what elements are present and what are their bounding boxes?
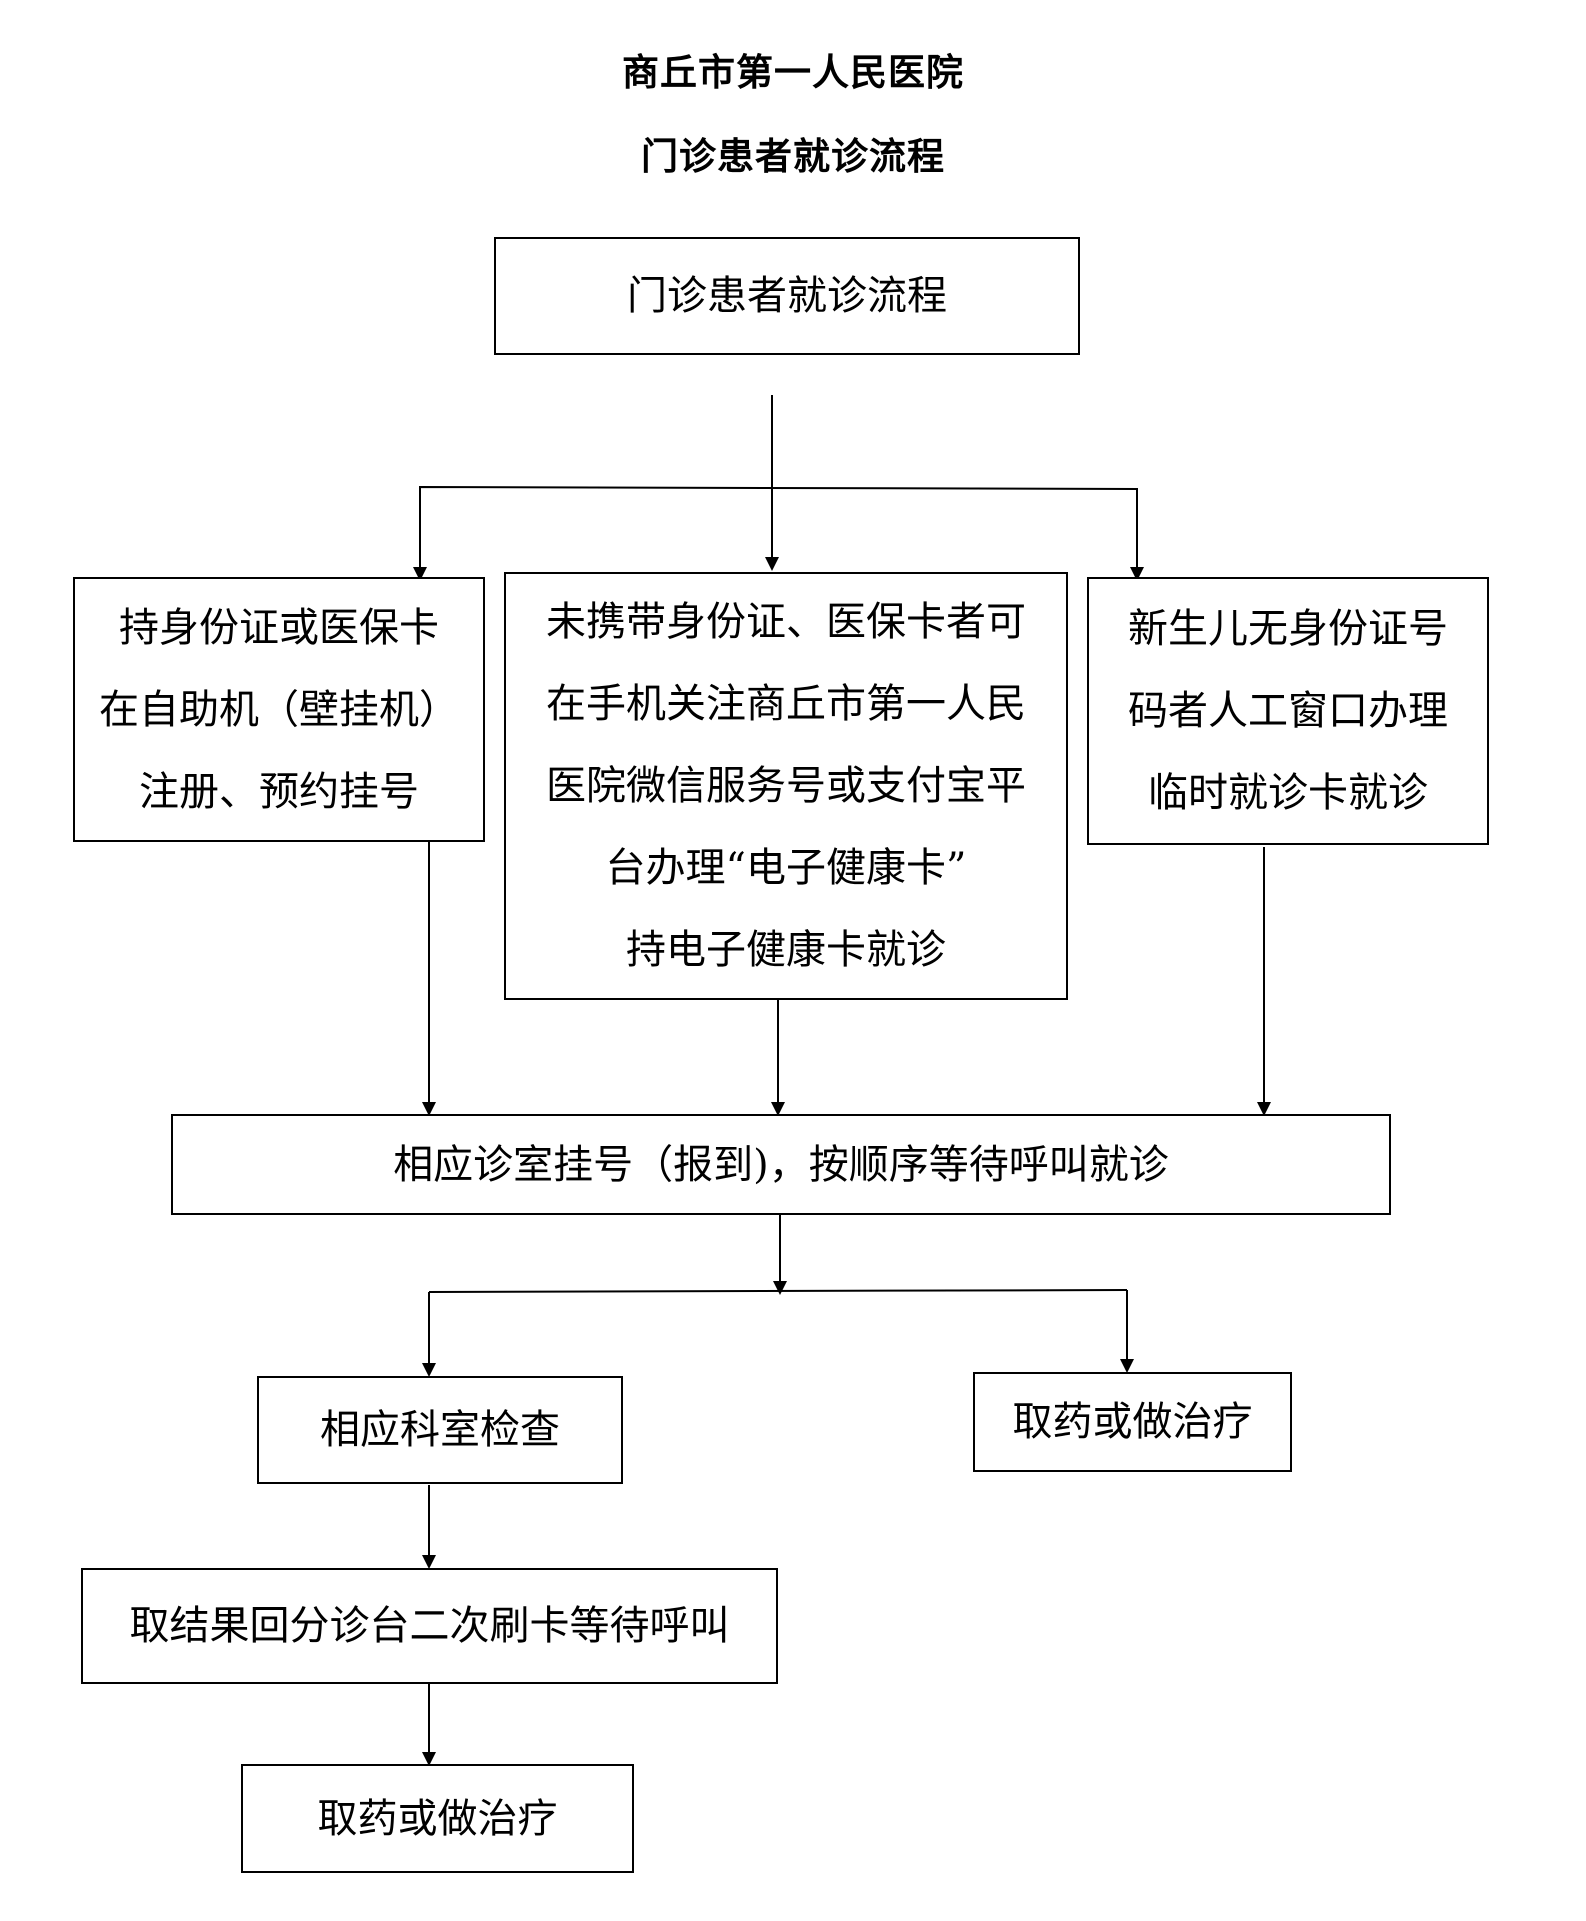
- start-node: 门诊患者就诊流程: [494, 237, 1080, 355]
- node-department-exam: 相应科室检查: [257, 1376, 623, 1484]
- node-result-return-triage: 取结果回分诊台二次刷卡等待呼叫: [81, 1568, 778, 1684]
- node-register-wait: 相应诊室挂号（报到)，按顺序等待呼叫就诊: [171, 1114, 1391, 1215]
- connector-branch-bottom: [428, 1289, 1128, 1293]
- node-id-card-self-service: 持身份证或医保卡 在自助机（壁挂机） 注册、预约挂号: [73, 577, 485, 842]
- node-medicine-treatment-right: 取药或做治疗: [973, 1372, 1292, 1472]
- node-newborn-temporary-card: 新生儿无身份证号 码者人工窗口办理 临时就诊卡就诊: [1087, 577, 1489, 845]
- node-medicine-treatment-bottom: 取药或做治疗: [241, 1764, 634, 1873]
- hospital-name: 商丘市第一人民医院: [622, 50, 964, 94]
- connector-branch-top: [419, 485, 1138, 579]
- page-title: 门诊患者就诊流程: [641, 134, 945, 178]
- node-electronic-health-card: 未携带身份证、医保卡者可 在手机关注商丘市第一人民 医院微信服务号或支付宝平 台…: [504, 572, 1068, 1000]
